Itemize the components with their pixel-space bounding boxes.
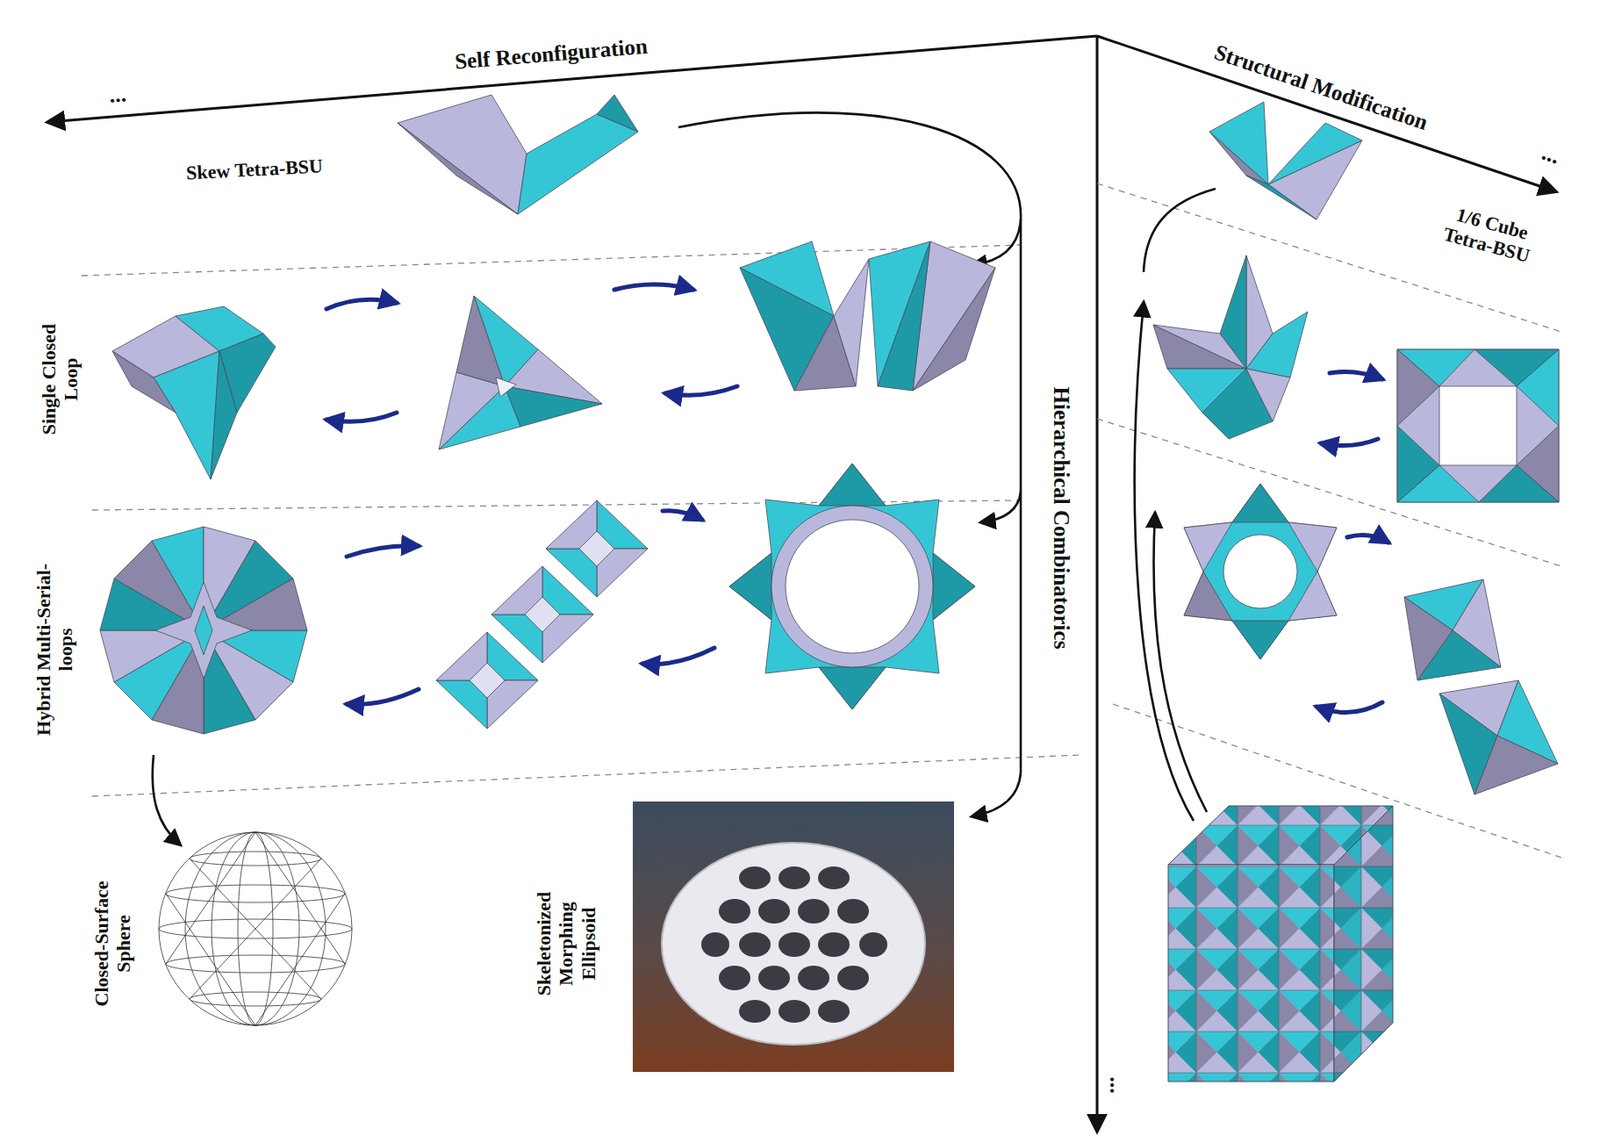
axis-label: Self Reconfiguration (453, 34, 649, 76)
row-label: Single Closed Loop (37, 322, 83, 437)
ellipsoid-photo (632, 801, 955, 1072)
cube-ring (1397, 349, 1559, 503)
axes (48, 35, 1556, 1131)
cube-pair (1404, 579, 1558, 795)
single-loop-1 (112, 306, 276, 480)
skew-bsu (397, 94, 639, 215)
ellipsis: ... (1104, 1076, 1131, 1094)
hybrid-ring-star (729, 463, 976, 710)
cube-star (1153, 255, 1308, 439)
wireframe-sphere (158, 832, 352, 1026)
cube-hex-star (1183, 483, 1337, 660)
ellipsis: ... (1538, 139, 1564, 171)
single-loop-3 (739, 241, 996, 391)
tiled-cube (1168, 805, 1393, 1082)
hybrid-butterfly (436, 500, 648, 729)
dashed-separators (81, 183, 1562, 858)
unit-label: 1/6 Cube Tetra-BSU (1428, 198, 1551, 272)
result-label: Skeletonized Morphing Ellipsoid (532, 882, 600, 1005)
flow-curves (152, 112, 1216, 845)
unit-label: Skew Tetra-BSU (186, 154, 324, 184)
axis-label: Hierarchical Combinatorics (1048, 387, 1075, 650)
hybrid-polyhedron (100, 526, 308, 734)
cube-bsu (1209, 101, 1363, 220)
ellipsis: ... (107, 80, 128, 108)
single-loop-2 (438, 295, 603, 450)
result-label: Closed-Surface Sphere (90, 868, 136, 1019)
row-label: Hybrid Multi-Serial-loops (32, 548, 78, 751)
